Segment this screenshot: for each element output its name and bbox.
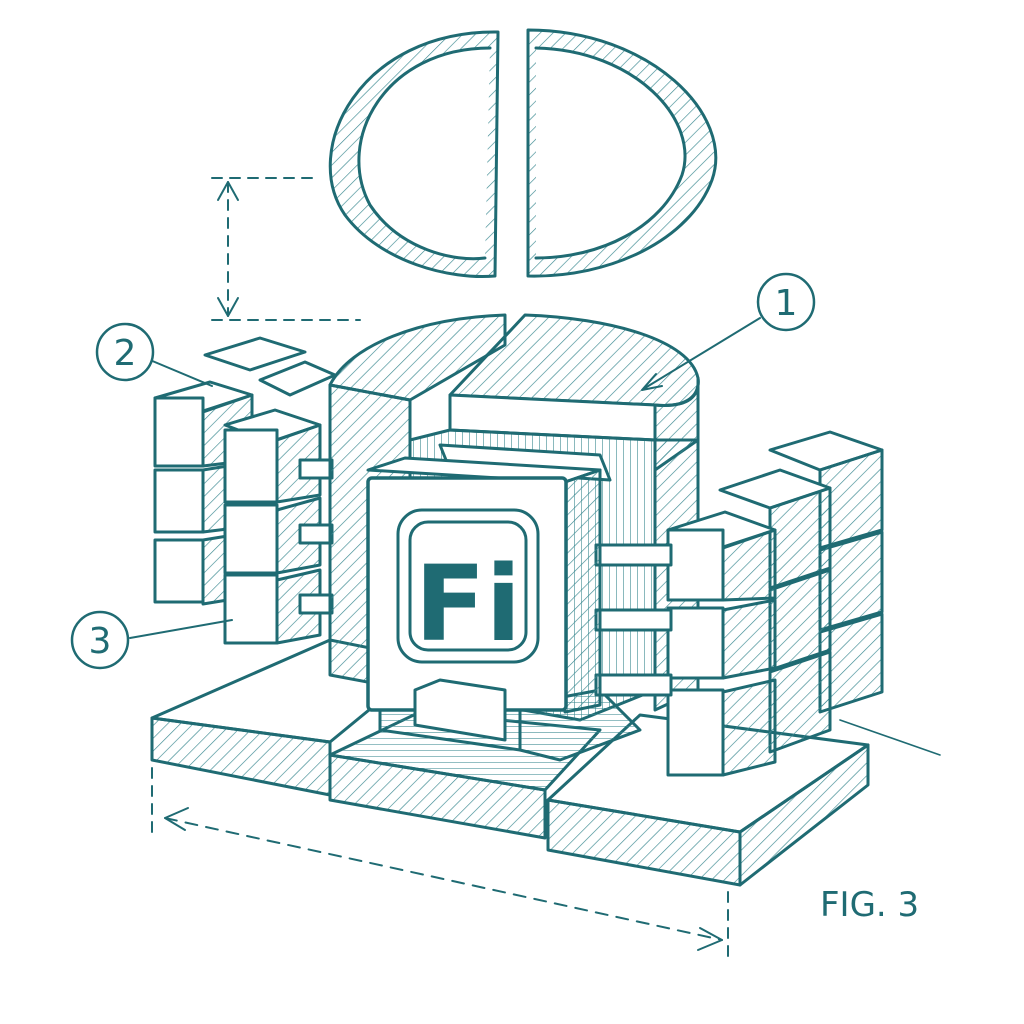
right-cube-array (594, 430, 884, 777)
leader-lines (129, 317, 761, 639)
width-dimension (151, 767, 729, 963)
height-dimension (211, 177, 361, 321)
left-cube-array (153, 336, 337, 645)
figure-caption: FIG. 3 (820, 885, 919, 925)
callout-circles (70, 272, 816, 670)
emblem-text: Fi (415, 543, 522, 665)
callout-label-1: 1 (775, 283, 798, 324)
emblem-plate (366, 456, 602, 714)
figure-labels: Fi 1 2 3 FIG. 3 (89, 283, 920, 925)
emblem-foot (413, 678, 507, 742)
split-ring (328, 28, 718, 279)
callout-label-3: 3 (89, 621, 112, 662)
callout-label-2: 2 (114, 333, 137, 374)
